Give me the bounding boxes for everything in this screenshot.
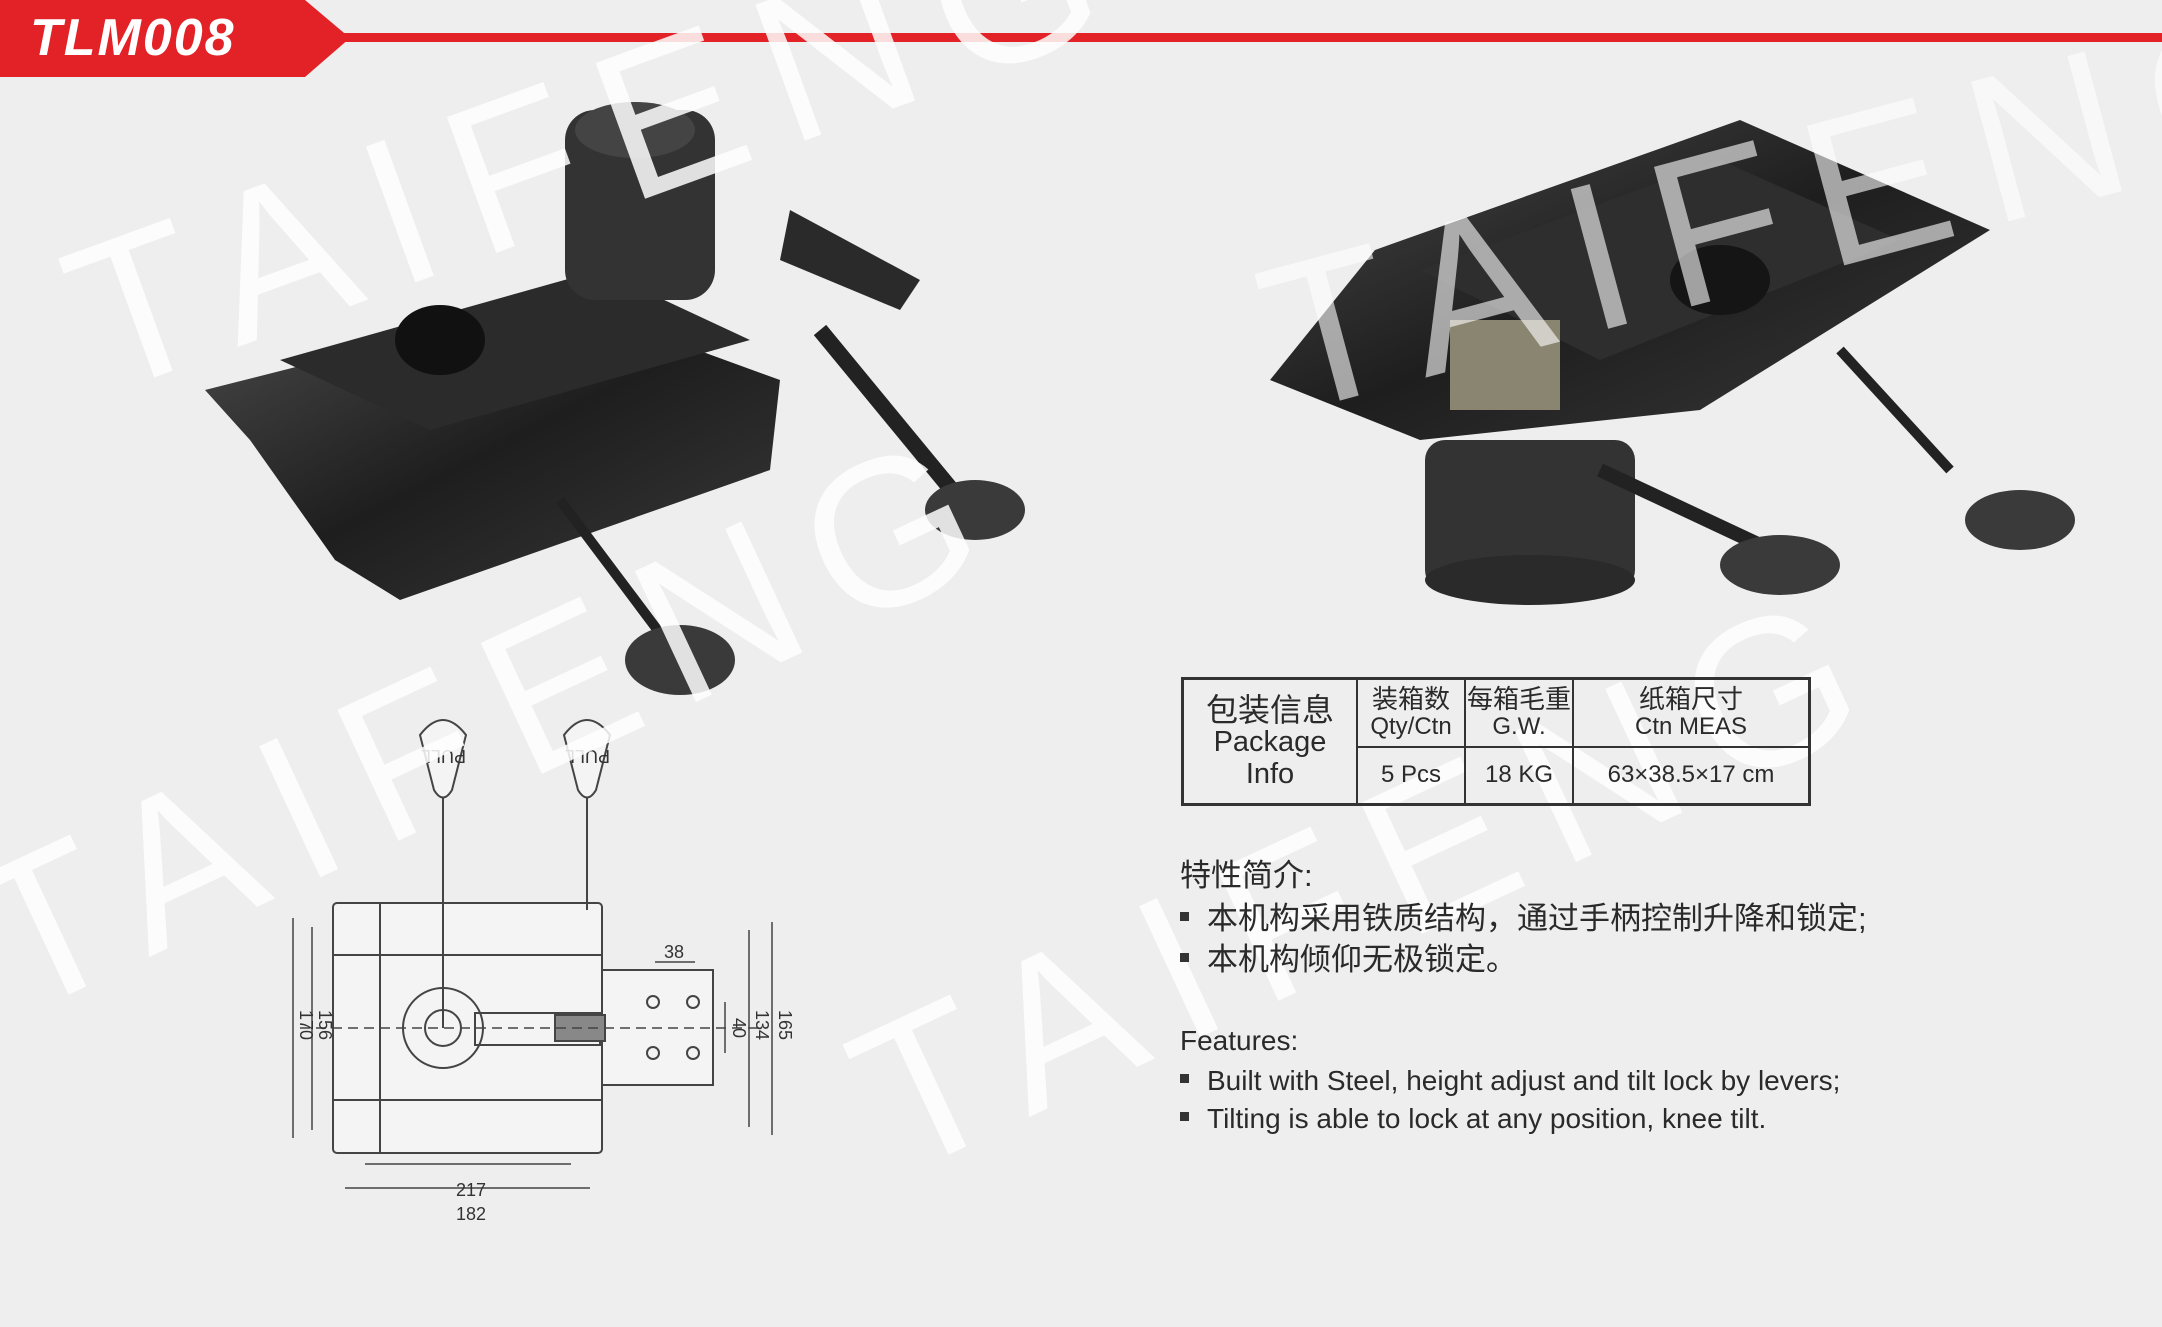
dim-40-label: 40 — [729, 1018, 749, 1038]
dim-182: 182 — [456, 1204, 486, 1224]
meas-value: 63×38.5×17 cm — [1572, 745, 1811, 806]
package-title-cell: 包装信息 Package Info — [1181, 677, 1358, 806]
package-title-en: Package — [1213, 726, 1327, 758]
handle-label-right: PULL — [565, 746, 610, 766]
package-title-zh: 包装信息 — [1205, 692, 1334, 728]
features-zh-item-text: 本机构采用铁质结构，通过手柄控制升降和锁定; — [1207, 901, 1867, 936]
technical-drawing — [292, 719, 773, 1189]
features-zh-item-text: 本机构倾仰无极锁定。 — [1207, 942, 1517, 977]
features-zh-item: 本机构采用铁质结构，通过手柄控制升降和锁定; — [1180, 893, 1867, 938]
drawing-labels: PULL PULL 217 182 170 156 38 40 40 134 1… — [296, 746, 795, 1224]
handle-label-left: PULL — [421, 746, 466, 766]
dim-156: 156 — [315, 1010, 335, 1040]
meas-header-zh: 纸箱尺寸 — [1638, 683, 1743, 714]
bullet-icon — [1180, 1074, 1189, 1084]
bullet-icon — [1180, 912, 1189, 922]
model-title: TLM008 — [30, 9, 236, 67]
product-photo-bottom-view — [1270, 120, 2075, 605]
dim-170: 170 — [296, 1010, 316, 1040]
header-tab — [0, 0, 350, 77]
package-title-en2: Info — [1245, 758, 1295, 790]
qty-header-zh: 装箱数 — [1371, 683, 1450, 714]
dim-165: 165 — [775, 1010, 795, 1040]
gw-header-en: G.W. — [1492, 712, 1546, 740]
gw-header-zh: 每箱毛重 — [1466, 683, 1571, 714]
dim-38: 38 — [664, 942, 684, 962]
bullet-icon — [1180, 953, 1189, 963]
dim-134: 134 — [752, 1010, 772, 1040]
features-en-item-text: Built with Steel, height adjust and tilt… — [1207, 1065, 1841, 1096]
features-en-title: Features: — [1180, 1025, 1299, 1056]
qty-header-en: Qty/Ctn — [1370, 712, 1452, 740]
bullet-icon — [1180, 1112, 1189, 1122]
features-zh-title: 特性简介: — [1180, 858, 1313, 893]
features-zh-item: 本机构倾仰无极锁定。 — [1180, 934, 1517, 979]
features-en-item-text: Tilting is able to lock at any position,… — [1207, 1103, 1767, 1134]
dim-217: 217 — [456, 1180, 486, 1200]
product-photo-top-view — [205, 102, 1025, 695]
qty-value: 5 Pcs — [1356, 745, 1466, 806]
features-en-item: Built with Steel, height adjust and tilt… — [1180, 1065, 1840, 1097]
meas-header-en: Ctn MEAS — [1634, 712, 1748, 740]
features-en-item: Tilting is able to lock at any position,… — [1180, 1103, 1766, 1135]
gw-value: 18 KG — [1464, 745, 1574, 806]
header-rule — [300, 33, 2162, 42]
